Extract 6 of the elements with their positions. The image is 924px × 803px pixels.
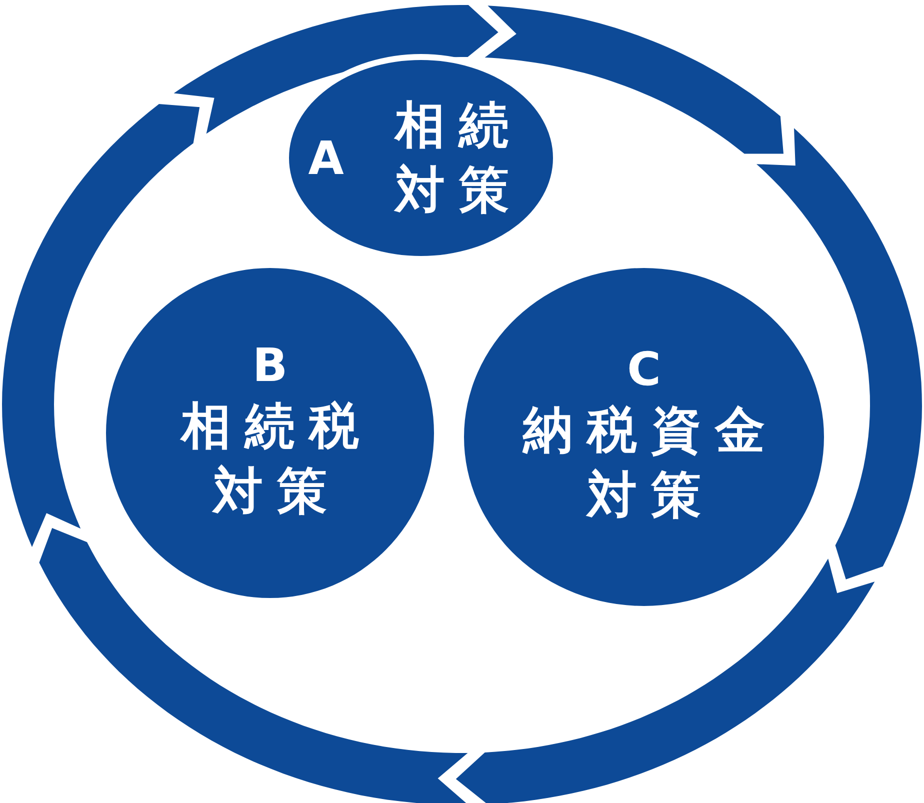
node-label: 相続税対策	[179, 396, 374, 522]
node-letter: A	[308, 135, 344, 181]
node-label: 相続対策	[393, 95, 524, 221]
node-letter: B	[252, 342, 288, 388]
node-label: 納税資金対策	[521, 400, 780, 526]
node-letter: C	[627, 346, 661, 392]
